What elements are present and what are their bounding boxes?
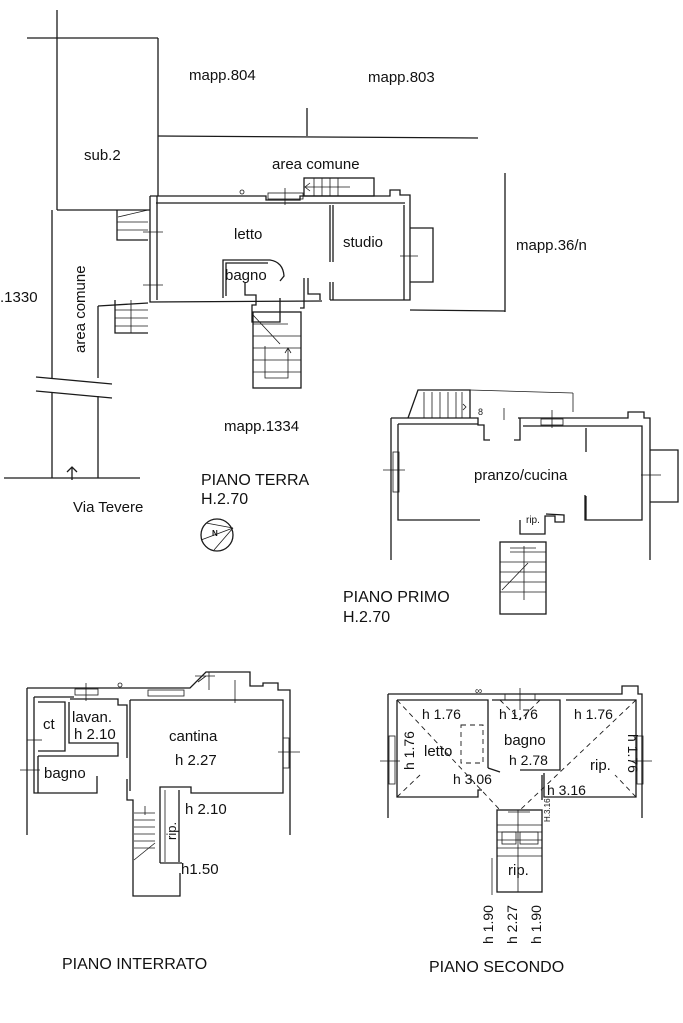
room-label-rip: rip.: [526, 515, 540, 526]
parcel-label-mapp-803: mapp.803: [368, 69, 435, 86]
floor-height-piano-primo: H.2.70: [343, 609, 391, 626]
piano-secondo-plan: ∞: [380, 685, 652, 895]
room-label-bagno-secondo: bagno: [504, 732, 546, 749]
svg-text:∞: ∞: [475, 686, 482, 697]
parcel-label-mapp-1334: mapp.1334: [224, 418, 300, 435]
room-label-ct: ct: [43, 716, 55, 733]
parcel-label-mapp-804: mapp.804: [189, 67, 256, 84]
room-label-studio: studio: [343, 234, 384, 251]
height-label-h227: h 2.27: [504, 905, 520, 944]
piano-primo-plan: 8: [383, 389, 679, 615]
floor-height-piano-terra: H.2.70: [201, 491, 249, 508]
floor-title-piano-secondo: PIANO SECONDO: [429, 959, 565, 976]
height-label-rip-side: h 1.76: [625, 734, 641, 773]
room-label-bagno: bagno: [225, 267, 267, 284]
height-label-h190-right: h 1.90: [528, 905, 544, 944]
site-boundaries: [4, 10, 506, 480]
height-label-bagno: h 2.78: [509, 752, 548, 768]
parcel-label-area-comune: area comune: [272, 156, 360, 173]
room-label-rip-lower: rip.: [508, 862, 529, 879]
height-label-h210: h 2.10: [185, 801, 227, 818]
height-label-stair: H.3.16: [543, 798, 552, 822]
height-label-bagno-top: h 1.76: [499, 706, 538, 722]
height-label-h190-left: h 1.90: [480, 905, 496, 944]
height-label-letto-center: h 3.06: [453, 771, 492, 787]
room-height-cantina: h 2.27: [175, 752, 217, 769]
floor-title-piano-interrato: PIANO INTERRATO: [62, 956, 208, 973]
height-label-rip-center: h 3.16: [547, 782, 586, 798]
room-label-bagno-interrato: bagno: [44, 765, 86, 782]
height-label-rip-top: h 1.76: [574, 706, 613, 722]
room-label-lavanderia: lavan.: [72, 709, 113, 726]
parcel-label-mapp-1330: .1330: [0, 289, 38, 306]
piano-interrato-plan: [20, 671, 300, 897]
room-label-letto: letto: [234, 226, 263, 243]
parcel-label-sub-2: sub.2: [84, 147, 121, 164]
compass-label: N: [212, 529, 218, 538]
floor-title-piano-terra: PIANO TERRA: [201, 472, 310, 489]
svg-text:8: 8: [478, 407, 483, 417]
room-label-letto-secondo: letto: [424, 743, 453, 760]
height-label-h150: h1.50: [181, 861, 219, 878]
floor-title-piano-primo: PIANO PRIMO: [343, 589, 450, 606]
height-label-letto-side: h 1.76: [401, 731, 417, 770]
north-compass-icon: [200, 518, 234, 552]
room-height-lavanderia: h 2.10: [74, 726, 116, 743]
piano-terra-plan: [114, 177, 434, 389]
parcel-label-mapp-36n: mapp.36/n: [516, 237, 587, 254]
room-label-rip-secondo: rip.: [590, 757, 611, 774]
parcel-label-area-comune-side: area comune: [72, 265, 89, 353]
room-label-rip-interrato: rip.: [164, 821, 179, 840]
height-label-letto-top: h 1.76: [422, 706, 461, 722]
room-label-cantina: cantina: [169, 728, 218, 745]
room-label-pranzo-cucina: pranzo/cucina: [474, 467, 568, 484]
street-label-via-tevere: Via Tevere: [73, 499, 144, 516]
